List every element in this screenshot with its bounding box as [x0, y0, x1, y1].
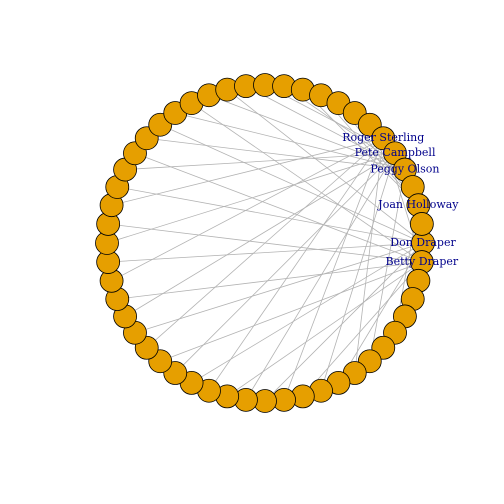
node-label: Betty Draper	[386, 255, 459, 268]
node-label: Pete Campbell	[355, 146, 436, 159]
graph-edge	[191, 102, 423, 263]
graph-edge	[117, 186, 424, 244]
node-label: Don Draper	[390, 236, 456, 249]
nodes-layer	[95, 73, 435, 413]
graph-edge	[354, 138, 384, 374]
graph-edge	[208, 137, 384, 391]
graph-edge	[111, 137, 384, 206]
graph-edge	[134, 152, 422, 263]
graph-edge	[111, 137, 384, 282]
graph-edge	[208, 94, 406, 170]
graph-edge	[108, 242, 424, 263]
graph-edge	[264, 242, 424, 402]
node-label: Joan Holloway	[377, 198, 459, 211]
graph-edge	[245, 153, 396, 401]
graph-edge	[302, 89, 419, 206]
graph-edge	[338, 242, 424, 384]
graph-edge	[106, 152, 396, 244]
graph-edge	[226, 261, 423, 397]
graph-edge	[175, 112, 405, 170]
graph-node	[409, 212, 434, 236]
node-label: Roger Sterling	[342, 131, 424, 144]
graph-edge	[160, 124, 424, 244]
graph-edge	[134, 242, 424, 334]
node-label: Peggy Olson	[370, 163, 439, 176]
graph-edge	[226, 89, 424, 244]
graph-edge	[146, 137, 384, 349]
graph-edge	[302, 261, 423, 397]
graph-edge	[124, 152, 396, 317]
graph-edge	[174, 152, 396, 374]
graph-edge	[146, 137, 405, 170]
graph-edge	[320, 153, 396, 391]
graph-edge	[117, 261, 422, 300]
graph-edge	[369, 169, 406, 362]
graph-edge	[245, 85, 406, 170]
